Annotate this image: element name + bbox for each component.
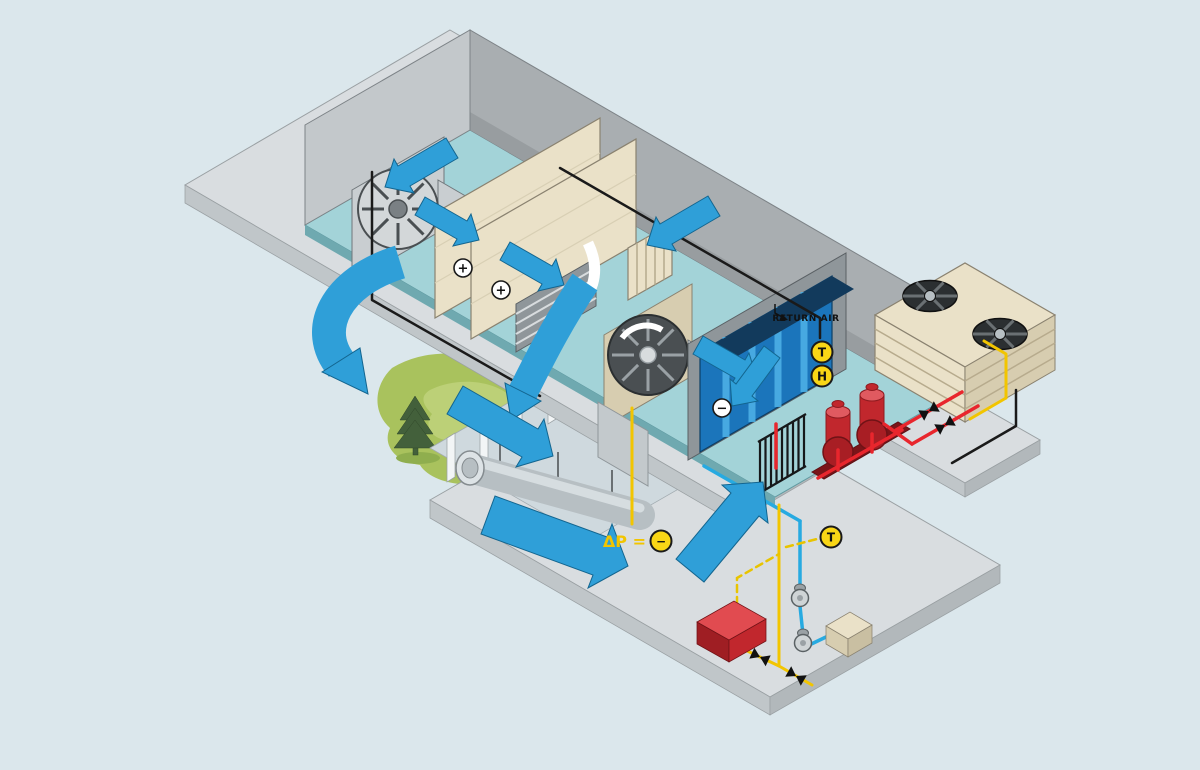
condenser-fan-2-hub <box>994 328 1006 340</box>
supply-fan-swoosh <box>619 322 664 340</box>
control-box-right <box>847 624 873 658</box>
expansion-tank <box>696 600 767 663</box>
arrow-outdoor-air-intake <box>384 137 459 194</box>
humidity-sensor-letter: H <box>817 370 827 384</box>
tank-top-face <box>696 600 767 641</box>
condenser-unit <box>873 262 1057 424</box>
temperature-sensor-badge-chw <box>819 525 843 549</box>
condenser-fan-2-blades <box>973 319 1027 349</box>
condenser-loop-yellow-2 <box>968 396 1008 421</box>
condenser-fan-1-hub <box>924 290 936 302</box>
return-air-leader-head <box>779 314 788 321</box>
duct-end-opening <box>461 457 479 479</box>
arrow-through-filter-1 <box>414 196 480 247</box>
pressure-diff-badge <box>649 529 673 553</box>
arrow-room-return-up <box>675 481 769 583</box>
pump-branch-red <box>882 422 914 446</box>
arrow-room-supply <box>446 385 554 468</box>
valve-drain <box>785 666 807 686</box>
valve-body <box>785 666 807 686</box>
arrow-exhaust-curve-head <box>320 347 369 395</box>
valve-body <box>918 401 940 421</box>
valve-condenser-2 <box>934 415 956 435</box>
condenser-fan-1 <box>902 279 958 313</box>
arrow-supply-down-head <box>504 382 543 421</box>
coil-top <box>700 276 854 365</box>
valve-tank <box>749 647 771 667</box>
filter-status-sign-2: + <box>496 284 507 299</box>
humidity-sensor-badge <box>810 364 834 388</box>
duct-highlight <box>467 456 645 513</box>
arrow-top-intake <box>646 195 721 252</box>
control-wire-sensor <box>784 537 819 549</box>
airflow-arrows <box>312 137 781 590</box>
condenser-pad-edge-right <box>964 439 1041 498</box>
filter-status-badge-2 <box>491 280 511 300</box>
valve-body <box>749 647 771 667</box>
floor-pump-2-hub <box>800 640 806 646</box>
coil-status-badge <box>712 398 732 418</box>
pump-2-cap <box>865 383 879 391</box>
temperature-sensor-letter-return: T <box>818 346 827 360</box>
lower-floor-slab-edge-right <box>769 564 1001 716</box>
sensors-labels: RETURN AIR T H ΔP = − T <box>603 304 843 553</box>
filter-status-sign-1: + <box>458 262 469 277</box>
condenser-fan-2 <box>972 317 1028 351</box>
arrow-exhaust-curve <box>312 245 406 377</box>
differential-pressure-label: ΔP = <box>603 532 646 551</box>
floor-pump-1-hub <box>797 595 803 601</box>
temperature-sensor-letter-chw: T <box>827 531 836 545</box>
window-column <box>446 432 456 483</box>
return-air-label: RETURN AIR <box>772 314 839 324</box>
valves <box>749 401 956 686</box>
floor-pump-2 <box>793 628 813 653</box>
tree-foliage-bottom <box>393 419 437 449</box>
condenser-louvers-right <box>964 328 1056 410</box>
sensor-conduit-line <box>558 166 822 340</box>
condenser-conduit-line <box>950 388 1018 465</box>
condenser-fan-1-blades <box>903 281 957 311</box>
supply-duct-run <box>455 450 655 530</box>
return-duct-line <box>370 170 542 398</box>
arrow-through-filter-2 <box>499 241 565 292</box>
arrow-over-coil <box>729 345 781 407</box>
filter-status-badge-1 <box>453 258 473 278</box>
hydronic-skid <box>696 583 873 663</box>
valve-condenser-1 <box>918 401 940 421</box>
condenser-loop-yellow-1 <box>982 339 1008 400</box>
supply-fan-hub <box>639 346 657 364</box>
pressure-diff-sign: − <box>656 535 666 549</box>
valve-body <box>934 415 956 435</box>
return-fan-hub <box>388 199 408 219</box>
temperature-sensor-badge-return <box>810 340 834 364</box>
coil-status-sign: − <box>717 402 728 417</box>
arrow-supply-down-curve <box>509 273 598 399</box>
tree-shadow <box>396 452 440 464</box>
pump-1-cap <box>831 400 845 408</box>
floor-pump-1 <box>790 583 810 608</box>
duct-body <box>455 453 655 530</box>
control-box <box>825 611 873 658</box>
louver-panel-slats <box>636 227 665 295</box>
pump-manifold-red <box>816 428 904 480</box>
supply-fan-blades <box>612 319 684 391</box>
arrow-room-throw <box>480 495 629 590</box>
